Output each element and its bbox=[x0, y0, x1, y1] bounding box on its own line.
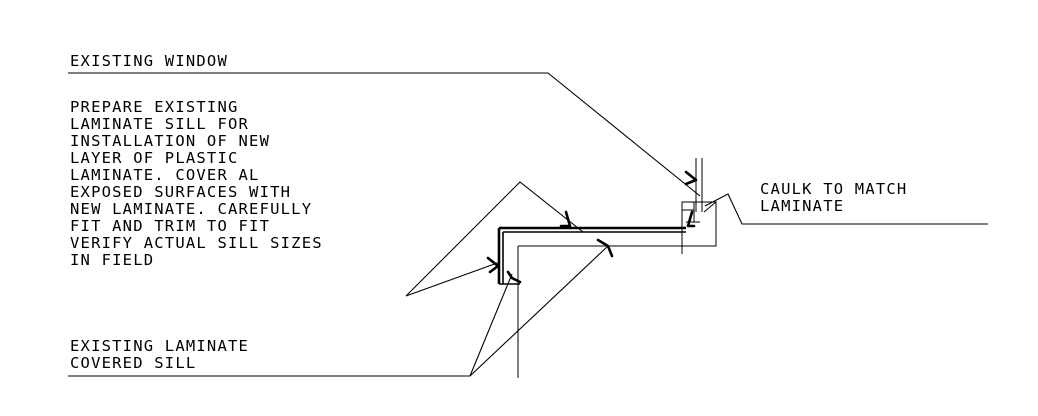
arrowhead-nosing bbox=[506, 270, 522, 284]
note-prepare-sill: PREPARE EXISTING LAMINATE SILL FOR INSTA… bbox=[70, 98, 323, 269]
arrowhead-existing-window bbox=[684, 170, 698, 186]
note-prepare-sill-line: PREPARE EXISTING bbox=[70, 98, 239, 116]
note-prepare-sill-line: EXPOSED SURFACES WITH bbox=[70, 183, 291, 201]
leader-caulk bbox=[704, 193, 988, 225]
note-existing-laminate-line: COVERED SILL bbox=[70, 354, 196, 372]
note-existing-window-line: EXISTING WINDOW bbox=[70, 52, 228, 70]
arrowhead-laminate-right bbox=[686, 210, 696, 228]
window-frame-block bbox=[681, 201, 717, 247]
note-caulk: CAULK TO MATCH LAMINATE bbox=[760, 180, 907, 215]
note-prepare-sill-line: LAYER OF PLASTIC bbox=[70, 149, 239, 167]
note-existing-window: EXISTING WINDOW bbox=[70, 52, 228, 70]
arrowhead-left-face bbox=[486, 256, 500, 274]
note-prepare-sill-line: FIT AND TRIM TO FIT bbox=[70, 217, 270, 235]
caulk-joint bbox=[703, 201, 717, 213]
note-caulk-line: CAULK TO MATCH bbox=[760, 180, 907, 198]
leader-existing-window bbox=[68, 72, 701, 197]
note-prepare-sill-line: IN FIELD bbox=[70, 251, 154, 269]
note-prepare-sill-line: NEW LAMINATE. CAREFULLY bbox=[70, 200, 312, 218]
note-prepare-sill-line: VERIFY ACTUAL SILL SIZES bbox=[70, 234, 323, 252]
note-prepare-sill-line: INSTALLATION OF NEW bbox=[70, 132, 270, 150]
note-existing-laminate-line: EXISTING LAMINATE bbox=[70, 337, 249, 355]
sill-section bbox=[497, 158, 717, 378]
arrowheads bbox=[486, 170, 698, 284]
arrowhead-laminate-top bbox=[559, 210, 572, 228]
leader-existing-laminate-upper bbox=[469, 245, 609, 377]
arrowhead-substrate bbox=[596, 238, 614, 258]
note-existing-laminate: EXISTING LAMINATE COVERED SILL bbox=[70, 337, 249, 372]
note-prepare-sill-line: LAMINATE SILL FOR bbox=[70, 115, 249, 133]
note-prepare-sill-line: LAMINATE. COVER AL bbox=[70, 166, 260, 184]
leader-prepare-sill-lower bbox=[405, 261, 501, 297]
leader-prepare-sill bbox=[405, 181, 584, 297]
note-caulk-line: LAMINATE bbox=[760, 197, 844, 215]
